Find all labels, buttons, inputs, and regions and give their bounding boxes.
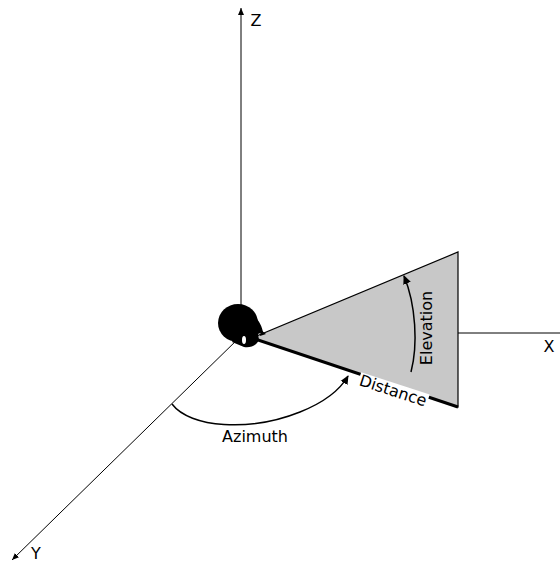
y-axis: [12, 336, 241, 560]
x-axis: [458, 333, 560, 334]
axis-label: X: [544, 339, 555, 355]
angle-label: Azimuth: [222, 429, 288, 445]
azimuth-arc: [172, 376, 348, 425]
axis-label: Z: [251, 13, 262, 29]
elevation-arc: [404, 276, 415, 372]
angle-label: Elevation: [419, 291, 435, 365]
elevation-wedge: [252, 252, 458, 407]
z-axis: [241, 8, 242, 328]
axis-label: Y: [31, 546, 41, 562]
head-icon: [218, 304, 266, 347]
